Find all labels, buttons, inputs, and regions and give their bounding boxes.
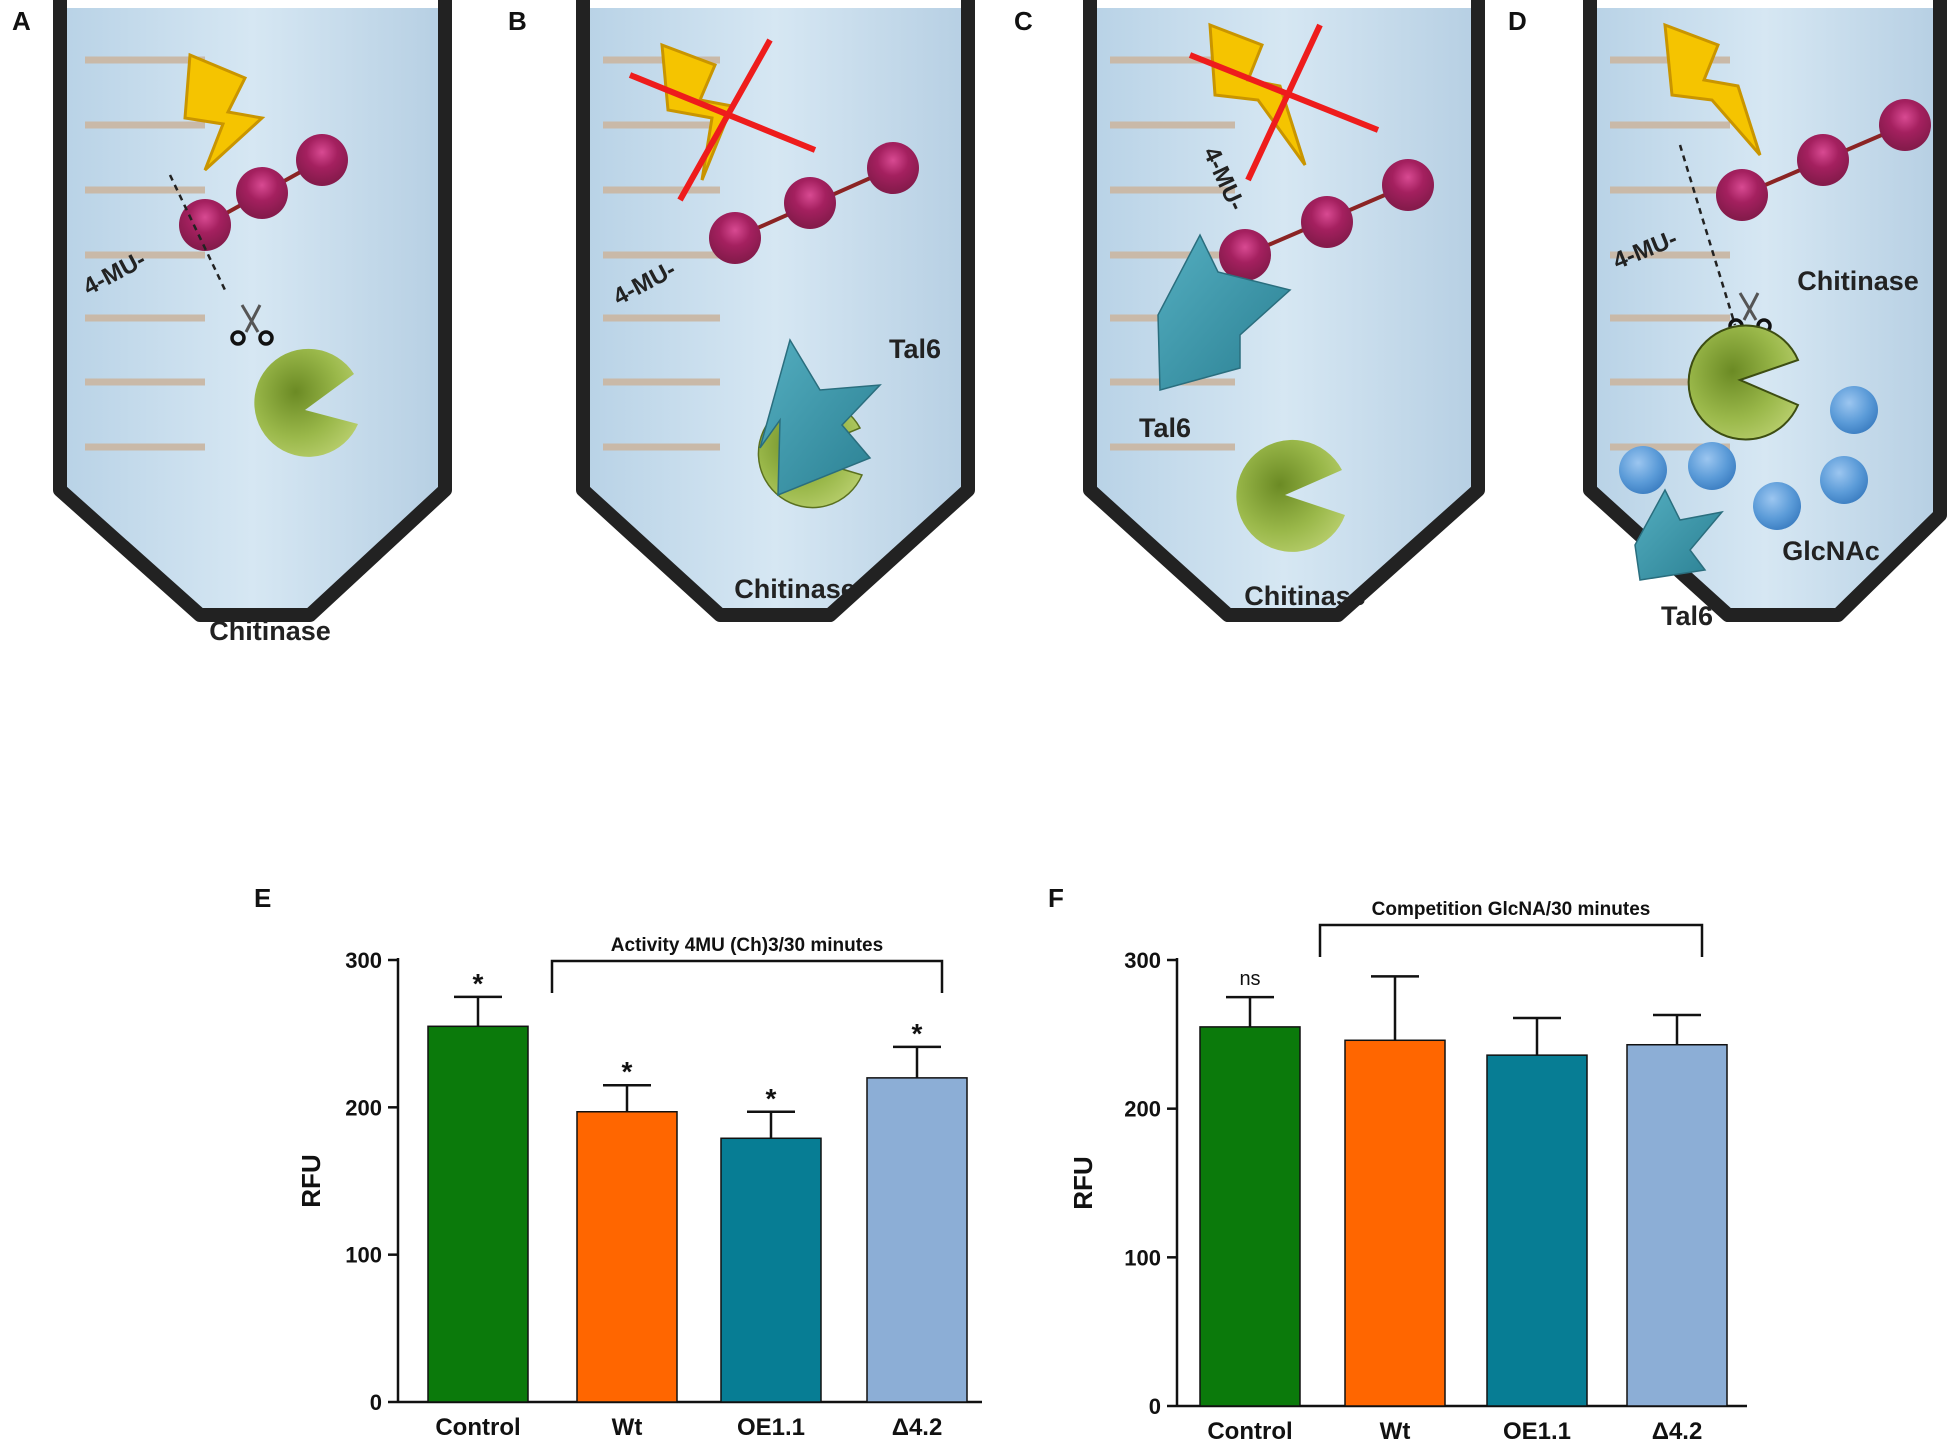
label-tal6: Tal6 [1661, 601, 1713, 631]
sugar-bead-icon [867, 142, 919, 194]
y-tick-label: 300 [345, 948, 382, 973]
bar [866, 1077, 968, 1403]
graduation-marks [603, 56, 720, 451]
significance-label: * [473, 968, 484, 999]
label-tal6: Tal6 [1139, 413, 1191, 443]
tube-outline [1583, 0, 1947, 622]
tal6-arrow-icon [1634, 488, 1724, 581]
label-chitinase: Chitinase [1244, 581, 1366, 611]
sugar-bead-icon [1301, 196, 1353, 248]
tube-outline [1083, 0, 1485, 622]
chitinase-pacman-icon [254, 348, 358, 457]
bar [720, 1137, 822, 1403]
bar [1199, 1026, 1301, 1407]
lightning-icon [1208, 22, 1307, 166]
chitinase-pacman-icon [1236, 439, 1345, 552]
chart-title: Competition GlcNA/30 minutes [1372, 899, 1651, 920]
bar [576, 1111, 678, 1403]
graduation-marks [85, 56, 205, 451]
panel-letter-d: D [1508, 6, 1527, 36]
bar [1486, 1054, 1588, 1407]
panel-letter-c: C [1014, 6, 1033, 36]
bar [1344, 1039, 1446, 1407]
lightning-icon [183, 52, 266, 172]
cross-icon [628, 38, 817, 202]
y-tick-label: 0 [1149, 1394, 1161, 1419]
comparison-bracket [1318, 923, 1704, 957]
category-label: Δ4.2 [1652, 1418, 1703, 1445]
glcnac-bead-icon [1688, 442, 1736, 490]
sugar-bead-icon [1716, 169, 1768, 221]
panel-b: 4-MU- Tal6 Chitinase [576, 0, 975, 622]
category-label: Wt [1380, 1418, 1411, 1445]
y-tick-label: 0 [370, 1390, 382, 1415]
lightning-icon [660, 42, 735, 181]
panel-letter-a: A [12, 6, 31, 36]
panel-d: 4-MU- Chitinase GlcNAc Tal6 [1583, 0, 1947, 631]
bar [1626, 1043, 1728, 1407]
category-label: OE1.1 [1503, 1418, 1571, 1445]
sugar-bead-icon [1879, 99, 1931, 151]
label-tal6: Tal6 [889, 334, 941, 364]
sugar-bead-icon [236, 167, 288, 219]
label-chitinase: Chitinase [209, 616, 331, 646]
cross-icon [1188, 23, 1380, 182]
panel-c: 4-MU- Tal6 Chitinase [1083, 0, 1485, 622]
tal6-arrow-icon [1157, 233, 1292, 391]
glcnac-bead-icon [1619, 446, 1667, 494]
significance-label: * [912, 1018, 923, 1049]
significance-label: ns [1239, 968, 1260, 990]
sugar-bead-icon [784, 177, 836, 229]
glcnac-bead-icon [1753, 482, 1801, 530]
significance-label: * [766, 1083, 777, 1114]
panel-a: 4-MU- Chitinase [53, 0, 452, 646]
sugar-bead-icon [709, 212, 761, 264]
category-label: Control [435, 1414, 520, 1441]
sugar-bead-icon [1382, 159, 1434, 211]
chart-title: Activity 4MU (Ch)3/30 minutes [611, 935, 883, 956]
lightning-icon [1663, 22, 1762, 156]
y-tick-label: 300 [1124, 948, 1161, 973]
bar [427, 1025, 529, 1403]
scissors-icon [230, 304, 274, 346]
y-axis-label: RFU [296, 1154, 326, 1207]
sugar-bead-icon [179, 199, 231, 251]
y-tick-label: 200 [345, 1095, 382, 1120]
glcnac-bead-icon [1830, 386, 1878, 434]
comparison-bracket [550, 959, 944, 993]
label-glcnac: GlcNAc [1782, 536, 1880, 566]
category-label: Control [1207, 1418, 1292, 1445]
label-chitinase: Chitinase [1797, 266, 1919, 296]
tube-body [60, 8, 445, 615]
panel-letter-e: E [254, 883, 271, 913]
significance-label: * [622, 1056, 633, 1087]
cleavage-line [1678, 144, 1737, 326]
category-label: OE1.1 [737, 1414, 805, 1441]
panel-letter-f: F [1048, 883, 1064, 913]
y-tick-label: 200 [1124, 1097, 1161, 1122]
y-tick-label: 100 [1124, 1245, 1161, 1270]
category-label: Δ4.2 [892, 1414, 943, 1441]
category-label: Wt [612, 1414, 643, 1441]
sugar-bead-icon [1219, 229, 1271, 281]
tal6-arrow-icon [759, 338, 882, 497]
label-chitinase: Chitinase [734, 574, 856, 604]
glcnac-bead-icon [1820, 456, 1868, 504]
chitinase-pacman-icon [1687, 324, 1800, 441]
tube-outline [53, 0, 452, 622]
panel-letter-b: B [508, 6, 527, 36]
y-tick-label: 100 [345, 1243, 382, 1268]
sugar-bead-icon [1797, 134, 1849, 186]
sugar-bead-icon [296, 134, 348, 186]
tube-body [1090, 8, 1478, 615]
tube-body [583, 8, 968, 615]
tube-outline [576, 0, 975, 622]
y-axis-label: RFU [1068, 1156, 1098, 1209]
